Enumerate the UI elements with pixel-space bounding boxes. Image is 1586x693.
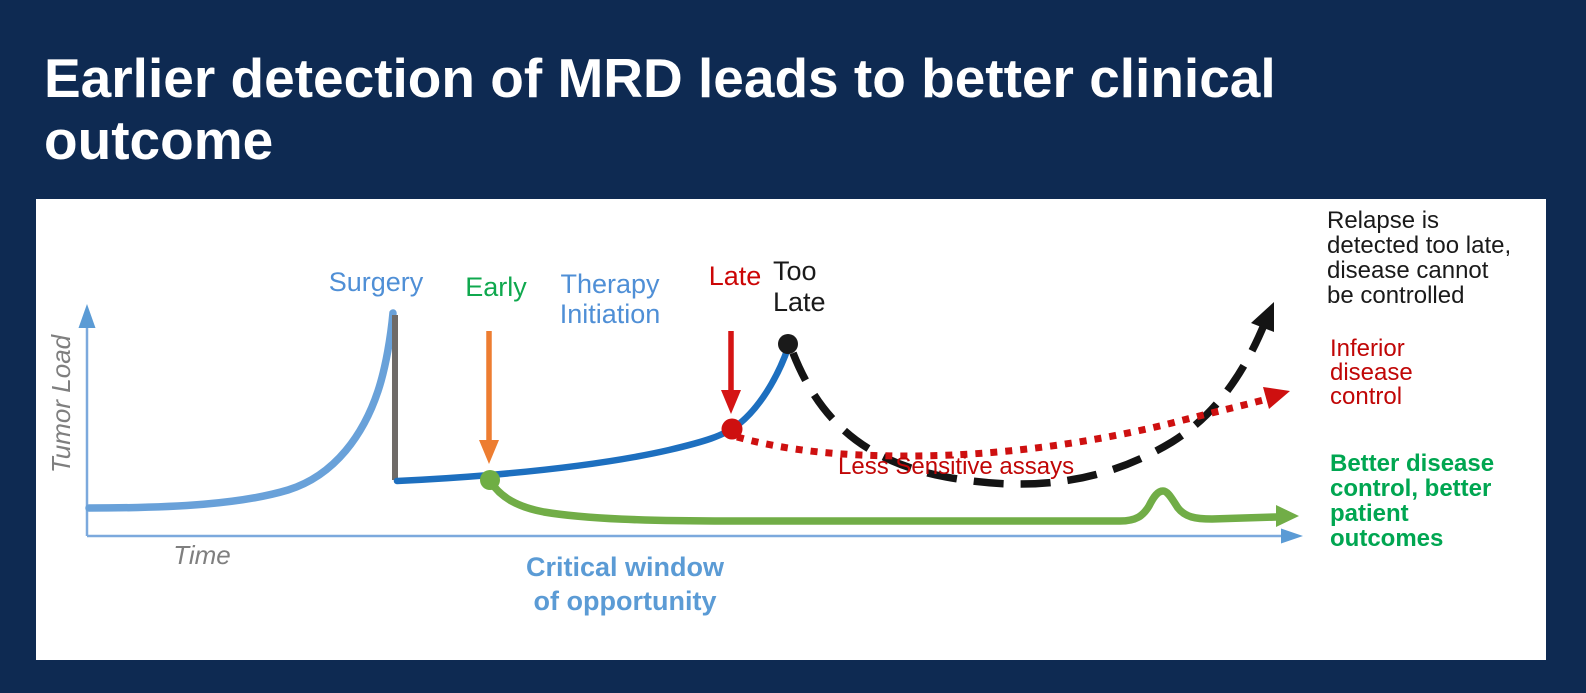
- tumor-load-diagram: [78, 302, 1303, 544]
- early-label: Early: [465, 272, 527, 302]
- curve-regrowth-after-surgery: [393, 344, 792, 485]
- curve-early-treatment-outcome: [486, 477, 1280, 525]
- chart-panel: Tumor Load Time Surgery Early Therapy In…: [36, 199, 1546, 660]
- inferior-disease-control-annotation: Inferior disease control: [1330, 335, 1413, 410]
- too-late-detection-dot: [778, 334, 798, 354]
- better-disease-control-annotation: Better disease control, better patient o…: [1330, 450, 1495, 552]
- late-label: Late: [708, 261, 762, 291]
- y-axis-arrow-icon: [78, 304, 96, 328]
- x-axis-arrow-icon: [1281, 528, 1303, 544]
- critical-window-annotation: Critical window of opportunity: [525, 552, 725, 616]
- relapse-arrow-icon: [1251, 302, 1274, 332]
- therapy-initiation-label: Therapy Initiation: [559, 269, 661, 329]
- green-outcome-arrow-icon: [1276, 505, 1299, 527]
- slide-title: Earlier detection of MRD leads to better…: [44, 46, 1276, 171]
- late-detection-dot: [721, 418, 743, 440]
- curve-relapse-uncontrolled: [789, 318, 1270, 488]
- curve-tumor-load-before-surgery: [85, 309, 397, 512]
- surgery-label: Surgery: [328, 267, 424, 297]
- too-late-label: Too Late: [773, 256, 826, 317]
- early-arrow-icon: [479, 440, 499, 464]
- curve-less-sensitive-assays: [736, 392, 1279, 460]
- early-detection-dot: [480, 470, 500, 490]
- less-sensitive-assays-annotation: Less Sensitive assays: [838, 453, 1075, 480]
- relapse-annotation: Relapse is detected too late, disease ca…: [1327, 207, 1512, 309]
- late-arrow-icon: [721, 390, 741, 414]
- y-axis-label: Tumor Load: [46, 334, 76, 474]
- less-sensitive-arrow-icon: [1263, 387, 1290, 409]
- x-axis-label: Time: [173, 540, 231, 570]
